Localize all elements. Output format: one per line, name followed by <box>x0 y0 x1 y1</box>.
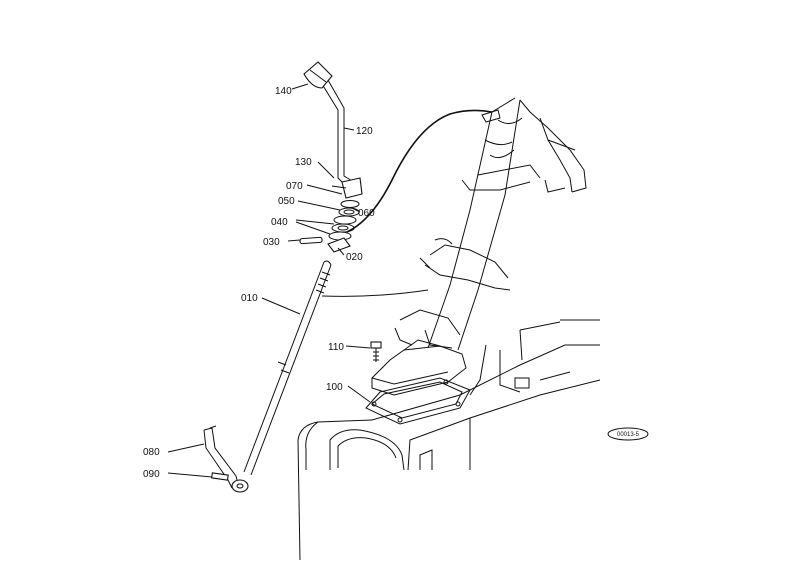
washer-stack <box>327 200 360 253</box>
label-010: 010 <box>241 293 258 304</box>
transmission-housing <box>297 319 601 561</box>
lever-hub <box>331 177 363 199</box>
label-050: 050 <box>278 196 295 207</box>
shift-rod-010 <box>243 260 332 476</box>
cable-clip <box>481 109 501 123</box>
leader-lines <box>167 83 371 478</box>
reference-tag: 00013-5 <box>607 427 649 441</box>
label-020: 020 <box>346 252 363 263</box>
label-090: 090 <box>143 469 160 480</box>
pin-090 <box>211 472 229 481</box>
label-100: 100 <box>326 382 343 393</box>
label-040: 040 <box>271 217 288 228</box>
part-labels: 140 120 130 070 050 060 040 030 020 010 … <box>143 86 375 480</box>
bolt-110 <box>370 341 382 362</box>
steering-column <box>394 97 587 351</box>
label-110: 110 <box>328 342 344 353</box>
label-080: 080 <box>143 447 160 458</box>
label-060: 060 <box>358 208 375 219</box>
label-070: 070 <box>286 181 303 192</box>
reference-code: 00013-5 <box>617 432 640 438</box>
label-130: 130 <box>295 157 312 168</box>
label-120: 120 <box>356 126 373 137</box>
knob-140 <box>303 61 333 89</box>
label-140: 140 <box>275 86 292 97</box>
cable-lower <box>321 289 429 297</box>
cable <box>346 109 493 233</box>
lower-arm-080 <box>203 425 249 493</box>
label-030: 030 <box>263 237 280 248</box>
pin-030 <box>299 236 323 245</box>
base-plate <box>365 339 471 425</box>
